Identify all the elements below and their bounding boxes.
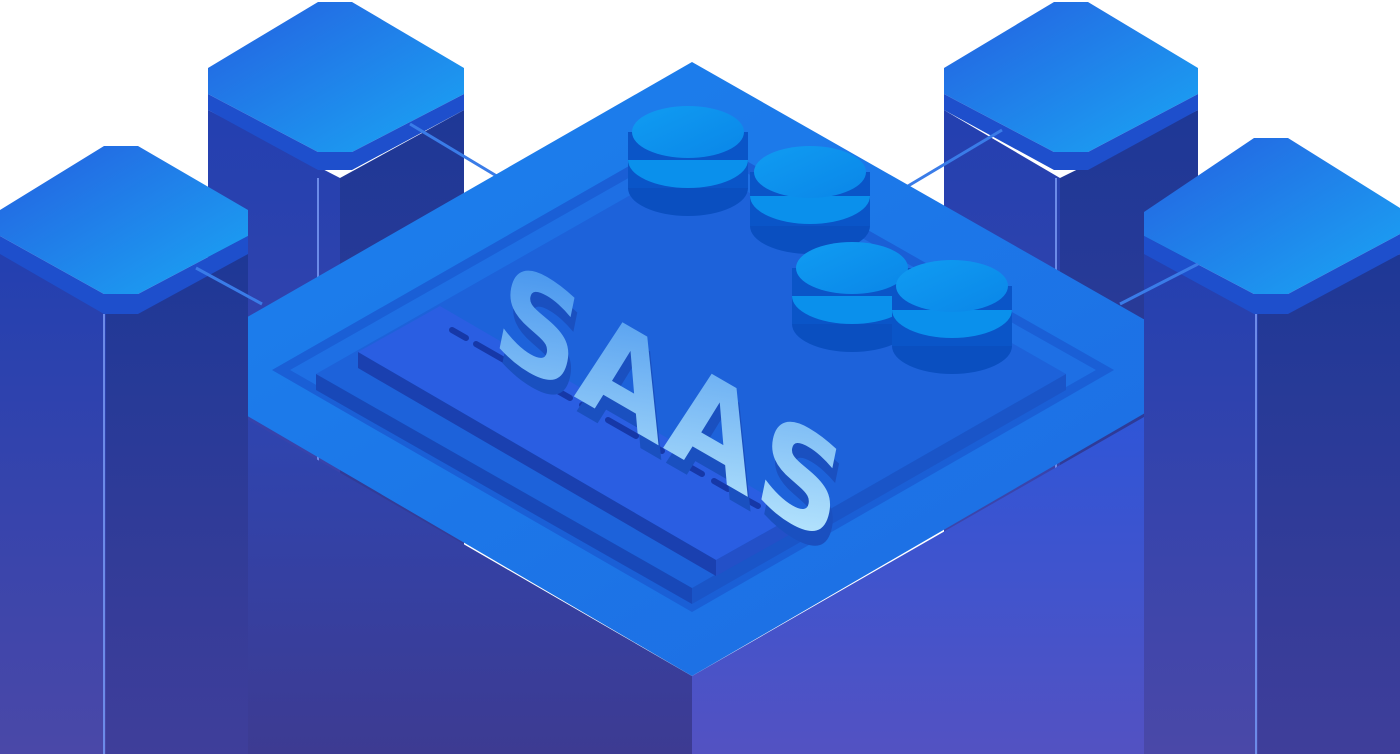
- ruler-panel-icon: [358, 306, 798, 576]
- coin-stack-1-icon: [628, 106, 748, 216]
- coin-stack-2-icon: [750, 146, 870, 254]
- coin-stack-3-icon: [792, 242, 912, 352]
- coin-stack-4-icon: [892, 260, 1012, 374]
- server-pillar-front-left: [0, 146, 263, 754]
- server-pillar-front-right: [1119, 138, 1400, 754]
